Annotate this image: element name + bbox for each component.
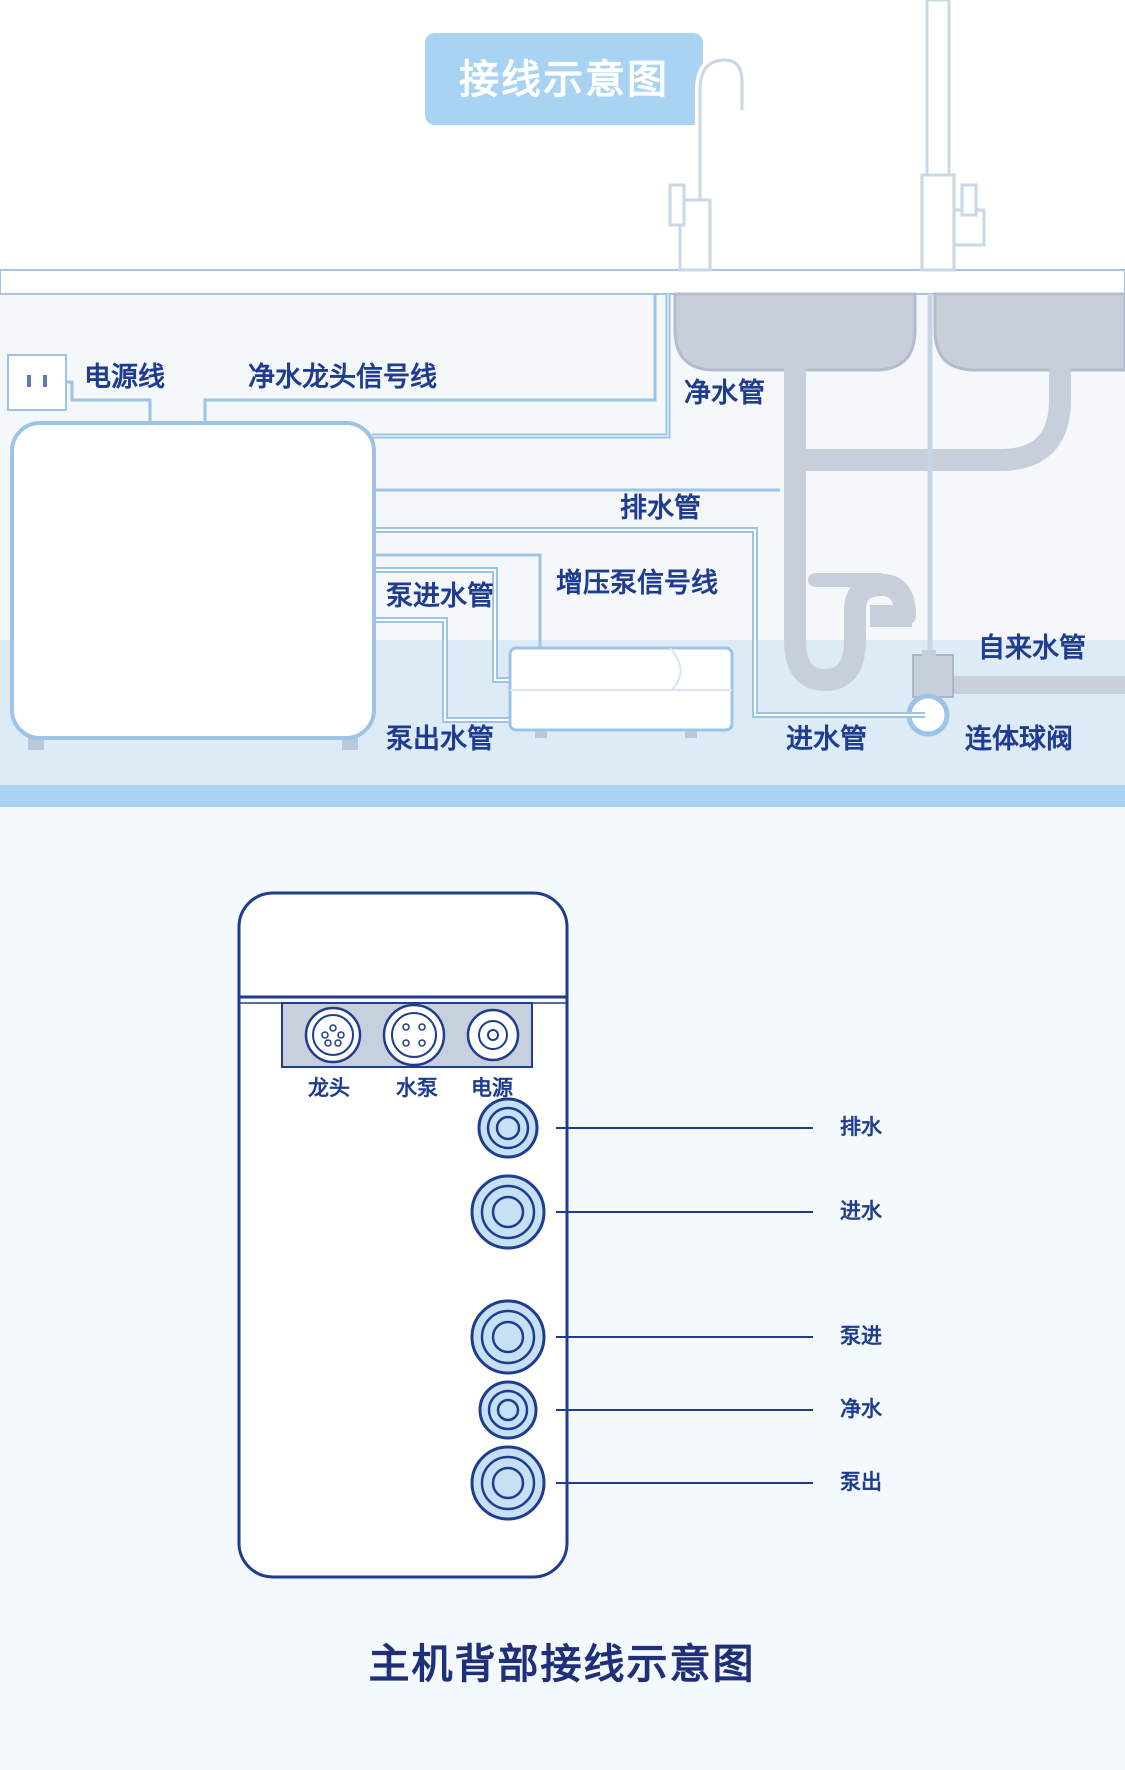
pump-port-icon — [382, 1003, 446, 1067]
clean-connector-icon — [478, 1380, 538, 1440]
label-pump-in-pipe: 泵进水管 — [386, 581, 494, 612]
label-drain-pipe: 排水管 — [620, 493, 701, 524]
label-ball-valve: 连体球阀 — [965, 723, 1073, 755]
kitchen-faucet — [920, 0, 986, 272]
floor-edge — [0, 785, 1125, 807]
trap-cap — [870, 605, 912, 627]
label-tap-water-pipe: 自来水管 — [978, 632, 1086, 664]
ball-valve-assembly — [906, 650, 1125, 737]
drain-connector-icon — [477, 1097, 539, 1159]
label-conn-pump-out: 泵出 — [840, 1470, 882, 1494]
pump-out-connector-icon — [470, 1445, 546, 1521]
power-socket — [7, 354, 67, 411]
leader-lines — [556, 1127, 813, 1484]
title-badge — [425, 33, 703, 125]
label-booster-signal: 增压泵信号线 — [556, 567, 718, 599]
label-conn-inlet: 进水 — [840, 1199, 883, 1223]
label-clean-pipe: 净水管 — [684, 378, 765, 409]
label-conn-pump-in: 泵进 — [840, 1324, 882, 1348]
label-port-power: 电源 — [471, 1076, 513, 1100]
back-panel-caption: 主机背部接线示意图 — [369, 1640, 756, 1688]
title-text: 接线示意图 — [459, 57, 669, 103]
countertop — [0, 269, 1125, 295]
label-conn-drain: 排水 — [840, 1115, 883, 1139]
drain-plumbing — [784, 359, 1071, 692]
pump-in-connector-icon — [470, 1299, 546, 1375]
label-port-faucet: 龙头 — [308, 1076, 350, 1100]
label-power-cord: 电源线 — [84, 362, 165, 393]
label-inlet-pipe: 进水管 — [786, 724, 867, 755]
booster-pump — [508, 646, 734, 738]
sink-basins — [673, 292, 1125, 372]
power-port-icon — [466, 1008, 520, 1062]
inlet-connector-icon — [470, 1174, 546, 1250]
purifier-unit — [10, 421, 376, 750]
label-port-pump: 水泵 — [396, 1076, 438, 1100]
clean-faucet — [668, 54, 747, 272]
label-faucet-signal: 净水龙头信号线 — [248, 362, 437, 393]
faucet-port-icon — [304, 1006, 362, 1064]
connection-lines — [66, 294, 925, 723]
label-conn-clean: 净水 — [840, 1397, 883, 1421]
label-pump-out-pipe: 泵出水管 — [386, 724, 494, 755]
